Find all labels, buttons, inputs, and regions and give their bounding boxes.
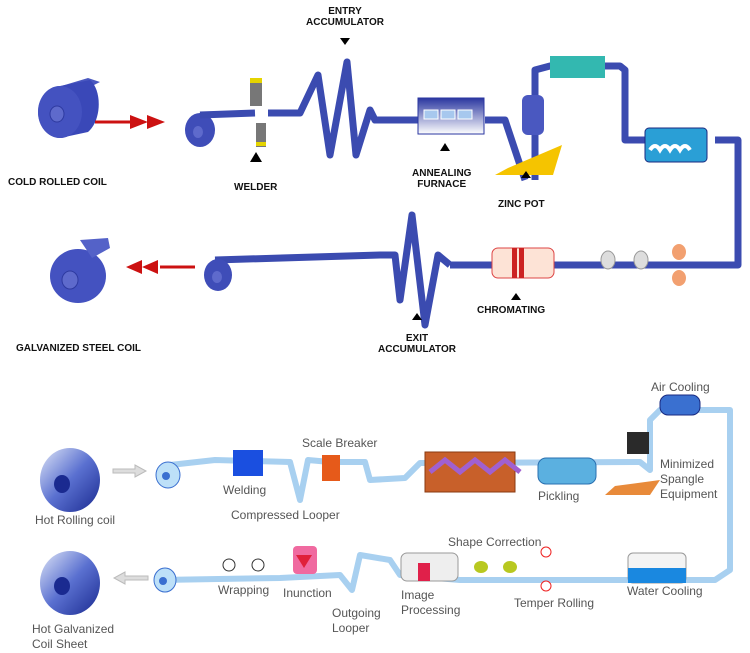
pickling-tank-icon [537,457,597,485]
inunction-marker [296,555,312,568]
label-inunction: Inunction [283,586,332,600]
label-cold-rolled-coil: COLD ROLLED COIL [8,177,107,188]
air-cooling-icon [659,394,701,416]
label-outgoing-looper: Outgoing Looper [332,606,381,635]
cold-rolled-coil-icon [38,78,100,138]
top-strip-line [199,58,742,329]
label-water-cooling: Water Cooling [627,584,703,598]
hot-rolling-coil-icon [40,448,100,512]
temper-rolling-icon [540,546,552,592]
label-image-processing: Image Processing [401,588,461,617]
recoiler-icon [204,259,232,291]
label-zinc-pot: ZINC POT [498,199,545,210]
minimized-spangle-icon [605,432,660,495]
hot-galvanized-coil-icon [40,551,100,615]
label-scale-breaker: Scale Breaker [302,436,378,450]
label-welder: WELDER [234,182,278,193]
label-minimized-spangle: Minimized Spangle Equipment [660,457,718,501]
label-compressed-looper: Compressed Looper [231,508,340,522]
label-air-cooling: Air Cooling [651,380,710,394]
water-cooling-icon [627,552,687,584]
exit-accumulator-marker [412,313,422,320]
label-annealing-furnace: ANNEALING FURNACE [412,168,472,190]
pickling-furnace-icon [424,451,522,493]
label-temper-rolling: Temper Rolling [514,596,595,610]
label-welding: Welding [223,483,267,497]
finishing-rollers-icon [600,244,686,286]
bottom-uncoiler-icon [155,461,181,489]
wrapping-rollers-icon [222,558,265,572]
cooling-unit-icon [644,127,708,163]
bottom-recoiler-icon [153,567,177,593]
welding-unit-icon [233,450,263,476]
label-shape-correction: Shape Correction [448,535,542,549]
label-hot-galvanized-coil-sheet: Hot Galvanized Coil Sheet [32,622,115,651]
entry-accumulator-marker [340,38,350,45]
zinc-pot-icon [495,95,562,178]
shape-correction-rollers-icon [474,561,517,573]
output-arrow-icon [126,260,195,274]
uncoiler-icon [185,113,215,147]
teal-box-icon [550,56,605,78]
label-pickling: Pickling [538,489,580,503]
output-arrow-light-icon [112,571,149,585]
annealing-furnace-icon [417,97,485,151]
label-exit-accumulator: EXIT ACCUMULATOR [378,333,456,355]
image-processing-icon [400,552,459,582]
label-hot-rolling-coil: Hot Rolling coil [35,513,116,527]
scale-breaker-icon [322,455,340,481]
label-galvanized-steel-coil: GALVANIZED STEEL COIL [16,343,142,354]
label-chromating: CHROMATING [477,305,546,316]
feed-arrow-icon [95,115,165,129]
galvanized-steel-coil-icon [50,238,110,303]
chromating-icon [491,247,555,300]
welder-icon [250,78,266,162]
bottom-strip-line [159,407,733,593]
label-entry-accumulator: ENTRY ACCUMULATOR [306,6,384,28]
label-wrapping: Wrapping [218,583,270,597]
feed-arrow-light-icon [112,464,148,478]
